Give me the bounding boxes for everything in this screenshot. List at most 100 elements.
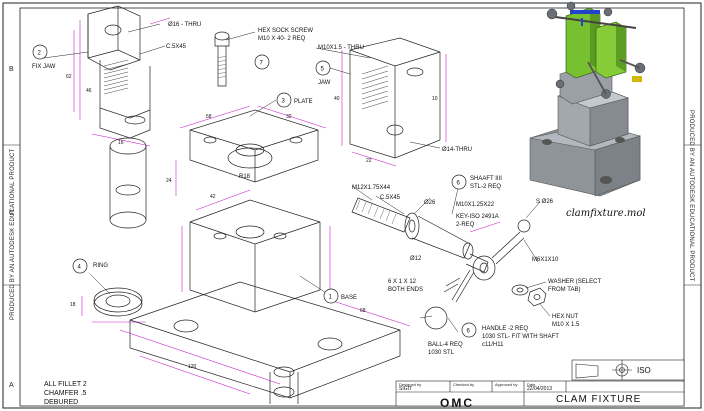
shaft-spec: STL-2 REQ xyxy=(470,184,501,190)
ball-label-2: 1030 STL xyxy=(428,350,455,356)
annotations: Ø16 - THRU C.5X45 2 FIX JAW HEX SOCK SCR… xyxy=(32,22,601,356)
fixjaw-number: 2 xyxy=(38,51,42,57)
svg-text:16: 16 xyxy=(118,140,124,146)
svg-text:58: 58 xyxy=(206,114,212,120)
svg-text:46: 46 xyxy=(86,88,92,94)
ring-number: 4 xyxy=(78,265,82,271)
designed-by-value: SIGIT xyxy=(399,386,413,392)
washer-label-2: FROM TAB) xyxy=(548,287,580,293)
base-dimensions xyxy=(119,189,411,395)
balloon-1 xyxy=(323,288,339,304)
balloon-6-handle xyxy=(461,322,477,338)
side-text-left: PRODUCED BY AN AUTODESK EDUCATIONAL PROD… xyxy=(10,148,16,320)
m12-label: M12X1.75X44 xyxy=(352,185,391,191)
fix-jaw-part xyxy=(87,5,151,139)
balloon-6-shaft xyxy=(451,174,467,190)
fix-jaw-dimensions xyxy=(73,17,171,147)
drawing-title: CLAM FIXTURE xyxy=(556,394,642,405)
screw-number: 7 xyxy=(260,61,264,67)
plate-label: PLATE xyxy=(294,99,313,105)
both-ends-label: BOTH ENDS xyxy=(388,287,423,293)
svg-text:22: 22 xyxy=(366,158,372,164)
svg-text:40: 40 xyxy=(334,96,340,102)
svg-text:68: 68 xyxy=(360,308,366,314)
checked-by-label: Checked by xyxy=(453,382,475,387)
nut-label-1: HEX NUT xyxy=(552,314,579,320)
edge-letter-a: A xyxy=(9,382,14,389)
svg-text:32: 32 xyxy=(286,114,292,120)
svg-text:24: 24 xyxy=(166,178,172,184)
company-logo: OMC xyxy=(440,396,474,410)
hex-socket-screw xyxy=(214,31,230,87)
c5x45b-label: C.5X45 xyxy=(380,195,401,201)
svg-text:18: 18 xyxy=(70,302,76,308)
fixjaw-label: FIX JAW xyxy=(32,64,56,70)
approved-by-label: Approved by xyxy=(495,382,518,387)
d12-label: Ø12 xyxy=(410,256,422,262)
shaft-title: SHAAFT IIII xyxy=(470,176,502,182)
base-label: BASE xyxy=(341,295,357,301)
jaw-part xyxy=(349,37,441,159)
shaft-part xyxy=(351,197,547,330)
date-value: 22/04/2013 xyxy=(527,386,553,392)
edge-letter-c: C xyxy=(9,210,15,217)
balloons xyxy=(32,44,477,338)
designed-by-label: Designed by xyxy=(399,382,422,387)
note-fillet: ALL FILLET 2 xyxy=(44,381,87,388)
thru14-label: Ø14-THRU xyxy=(442,147,472,153)
m6-label: M6X1X10 xyxy=(532,257,559,263)
handle-number: 6 xyxy=(467,329,471,335)
balloon-4 xyxy=(72,258,88,274)
balloon-2 xyxy=(32,44,48,60)
r18-label: R18 xyxy=(239,174,251,180)
date-label: Date xyxy=(527,382,536,387)
nut-label-2: M10 X 1.5 xyxy=(552,322,580,328)
jaw-label: JAW xyxy=(318,80,331,86)
base-part xyxy=(129,199,401,404)
screw-spec: M10 X 40- 2 REQ xyxy=(258,36,306,42)
handle-label-3: c11/H11 xyxy=(482,342,504,348)
balloon-7 xyxy=(254,54,270,70)
jaw-number: 5 xyxy=(321,67,325,73)
d26-label: Ø26 xyxy=(424,200,436,206)
dimension-values: 62 46 16 58 24 32 10 40 22 18 120 68 42 xyxy=(66,74,438,370)
balloon-5 xyxy=(315,60,331,76)
ring-part xyxy=(93,287,143,317)
pins-label: 6 X 1 X 12 xyxy=(388,279,417,285)
jaw-dimensions xyxy=(341,50,447,167)
svg-text:120: 120 xyxy=(188,364,197,370)
washer-label-1: WASHER (SELECT xyxy=(548,279,601,285)
key-iso-label: KEY-ISO 2491A xyxy=(456,214,499,220)
plate-part xyxy=(189,109,319,183)
svg-text:10: 10 xyxy=(432,96,438,102)
side-text-right: PRODUCED BY AN AUTODESK EDUCATIONAL PROD… xyxy=(688,110,694,282)
leader-lines xyxy=(43,23,551,333)
m10b-label: M10X1.25X22 xyxy=(456,202,495,208)
handle-label-1: HANDLE -2 REQ xyxy=(482,326,528,332)
thru16-label: Ø16 - THRU xyxy=(168,22,201,28)
ball-label-1: BALL-4 REQ xyxy=(428,342,463,348)
assembly-3d-render xyxy=(529,1,646,197)
s26-label: S Ø26 xyxy=(536,199,554,205)
iso-label: ISO xyxy=(637,366,651,375)
base-number: 1 xyxy=(329,295,333,301)
shaft-dimensions xyxy=(469,221,501,233)
plate-number: 3 xyxy=(282,99,286,105)
handle-label-2: 1030 STL- FIT WITH SHAFT xyxy=(482,334,559,340)
edge-letter-b: B xyxy=(9,66,14,73)
title-block xyxy=(395,359,685,407)
inner-border xyxy=(19,7,685,407)
ring-label: RING xyxy=(93,263,108,269)
key-req-label: 2-REQ xyxy=(456,222,475,228)
sleeve-part xyxy=(109,137,147,229)
shaft-number: 6 xyxy=(457,181,461,187)
svg-text:42: 42 xyxy=(210,194,216,200)
balloon-3 xyxy=(276,92,292,108)
screw-title: HEX SOCK SCREW xyxy=(258,28,313,34)
svg-text:62: 62 xyxy=(66,74,72,80)
general-notes: ALL FILLET 2 CHAMFER .5 DEBURED xyxy=(44,380,87,407)
handwritten-caption: clamfixture.mol xyxy=(566,208,646,219)
